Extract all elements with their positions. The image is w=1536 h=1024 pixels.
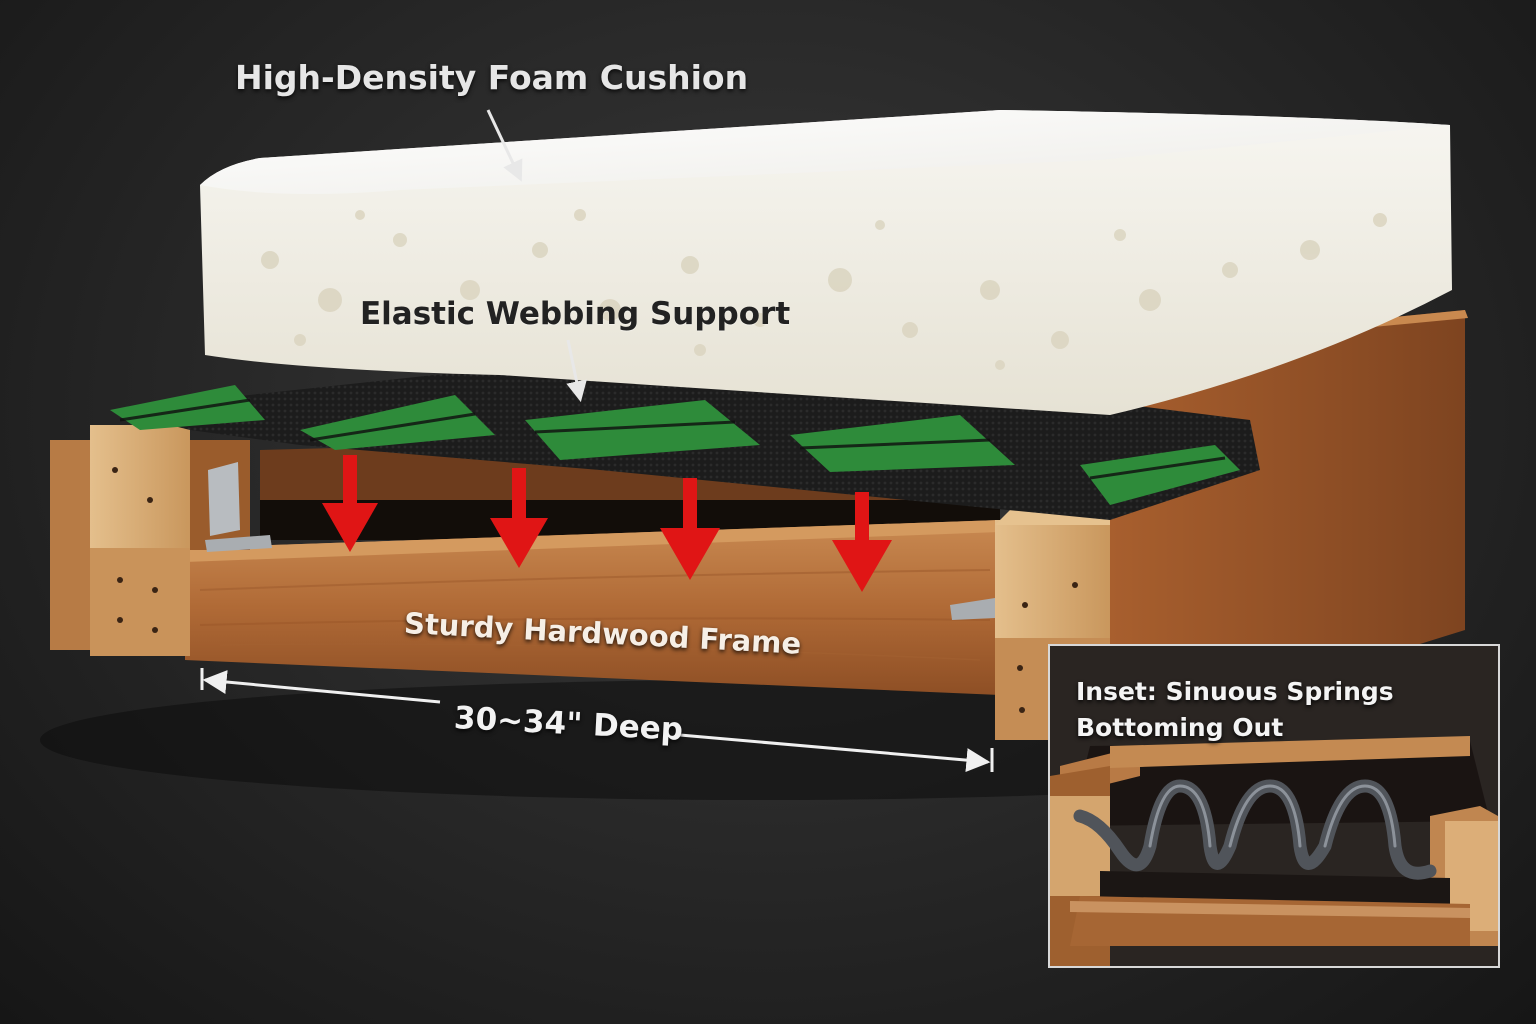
down-arrow-icon (490, 468, 548, 568)
inset-springs-illustration (1050, 646, 1498, 966)
foam-pores (261, 209, 1387, 370)
frame-front-rail (185, 520, 1000, 695)
dimension-arrow-icon (200, 668, 994, 773)
leader-arrow-icon (486, 109, 523, 182)
frame-left-post (50, 425, 272, 656)
down-arrow-icon (322, 455, 378, 552)
webbing-label: Elastic Webbing Support (360, 296, 791, 332)
down-arrow-icon (832, 492, 892, 592)
elastic-webbing (110, 370, 1260, 520)
load-arrows (322, 455, 892, 592)
foam-cushion-label: High-Density Foam Cushion (235, 58, 749, 97)
webbing-stripe (110, 385, 1240, 505)
leader-arrow-icon (566, 339, 587, 403)
inset-title: Inset: Sinuous Springs Bottoming Out (1076, 674, 1394, 746)
inset-title-line2: Bottoming Out (1076, 713, 1284, 742)
foam-cushion (200, 110, 1452, 415)
inset-panel: Inset: Sinuous Springs Bottoming Out (1048, 644, 1500, 968)
inset-title-line1: Inset: Sinuous Springs (1076, 677, 1394, 706)
down-arrow-icon (660, 478, 720, 580)
